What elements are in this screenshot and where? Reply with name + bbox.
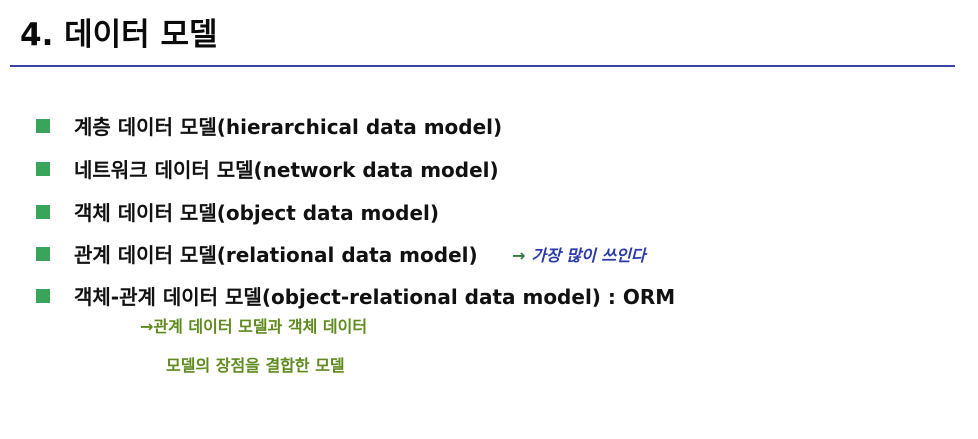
bullet-text: 객체 데이터 모델(object data model) bbox=[74, 201, 440, 225]
bullet-square-icon bbox=[36, 162, 50, 176]
bullet-item-relational: 관계 데이터 모델(relational data model) → 가장 많이 … bbox=[36, 238, 916, 272]
bullet-item-object: 객체 데이터 모델(object data model) bbox=[36, 196, 916, 230]
bullet-square-icon bbox=[36, 289, 50, 303]
most-used-note-text: 가장 많이 쓰인다 bbox=[531, 246, 646, 265]
bullet-text: 관계 데이터 모델(relational data model) bbox=[74, 243, 478, 267]
bullet-square-icon bbox=[36, 119, 50, 133]
bullet-text: 네트워크 데이터 모델(network data model) bbox=[74, 158, 499, 182]
orm-note-line-1: →관계 데이터 모델과 객체 데이터 bbox=[140, 317, 368, 336]
right-arrow-icon: → bbox=[512, 246, 526, 265]
bullet-text: 객체-관계 데이터 모델(object-relational data mode… bbox=[74, 285, 676, 309]
bullet-text: 계층 데이터 모델(hierarchical data model) bbox=[74, 115, 503, 139]
bullet-item-hierarchical: 계층 데이터 모델(hierarchical data model) bbox=[36, 110, 916, 144]
most-used-note: → 가장 많이 쓰인다 bbox=[512, 239, 646, 273]
title-divider bbox=[10, 65, 955, 67]
bullet-item-object-relational: 객체-관계 데이터 모델(object-relational data mode… bbox=[36, 280, 916, 314]
bullet-square-icon bbox=[36, 247, 50, 261]
bullet-square-icon bbox=[36, 205, 50, 219]
orm-note-line-2: 모델의 장점을 결합한 모델 bbox=[166, 356, 345, 375]
slide-title: 4. 데이터 모델 bbox=[20, 17, 218, 53]
bullet-item-network: 네트워크 데이터 모델(network data model) bbox=[36, 153, 916, 187]
